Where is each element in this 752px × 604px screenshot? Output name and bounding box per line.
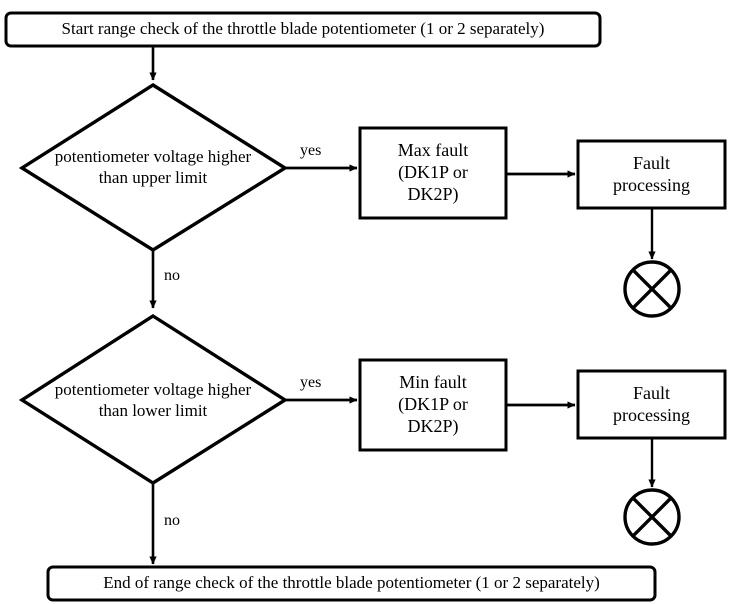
decision-upper-shape[interactable] bbox=[18, 82, 289, 253]
terminator-lower-shape[interactable] bbox=[623, 488, 681, 546]
end-node-shape[interactable] bbox=[46, 565, 657, 602]
edge-label-decision-lower-yes: yes bbox=[300, 374, 322, 391]
fault-processing-lower-shape[interactable] bbox=[576, 369, 727, 440]
min-fault-node-shape[interactable] bbox=[358, 358, 508, 452]
fault-processing-upper-shape[interactable] bbox=[576, 139, 727, 210]
decision-lower-shape[interactable] bbox=[18, 313, 289, 486]
edge-label-decision-upper-yes: yes bbox=[300, 142, 322, 159]
start-node-shape[interactable] bbox=[4, 11, 602, 48]
edge-label-decision-lower-no: no bbox=[164, 512, 180, 529]
edge-label-decision-upper-no: no bbox=[164, 267, 180, 284]
terminator-upper-shape[interactable] bbox=[623, 260, 681, 318]
max-fault-node-shape[interactable] bbox=[358, 126, 508, 220]
